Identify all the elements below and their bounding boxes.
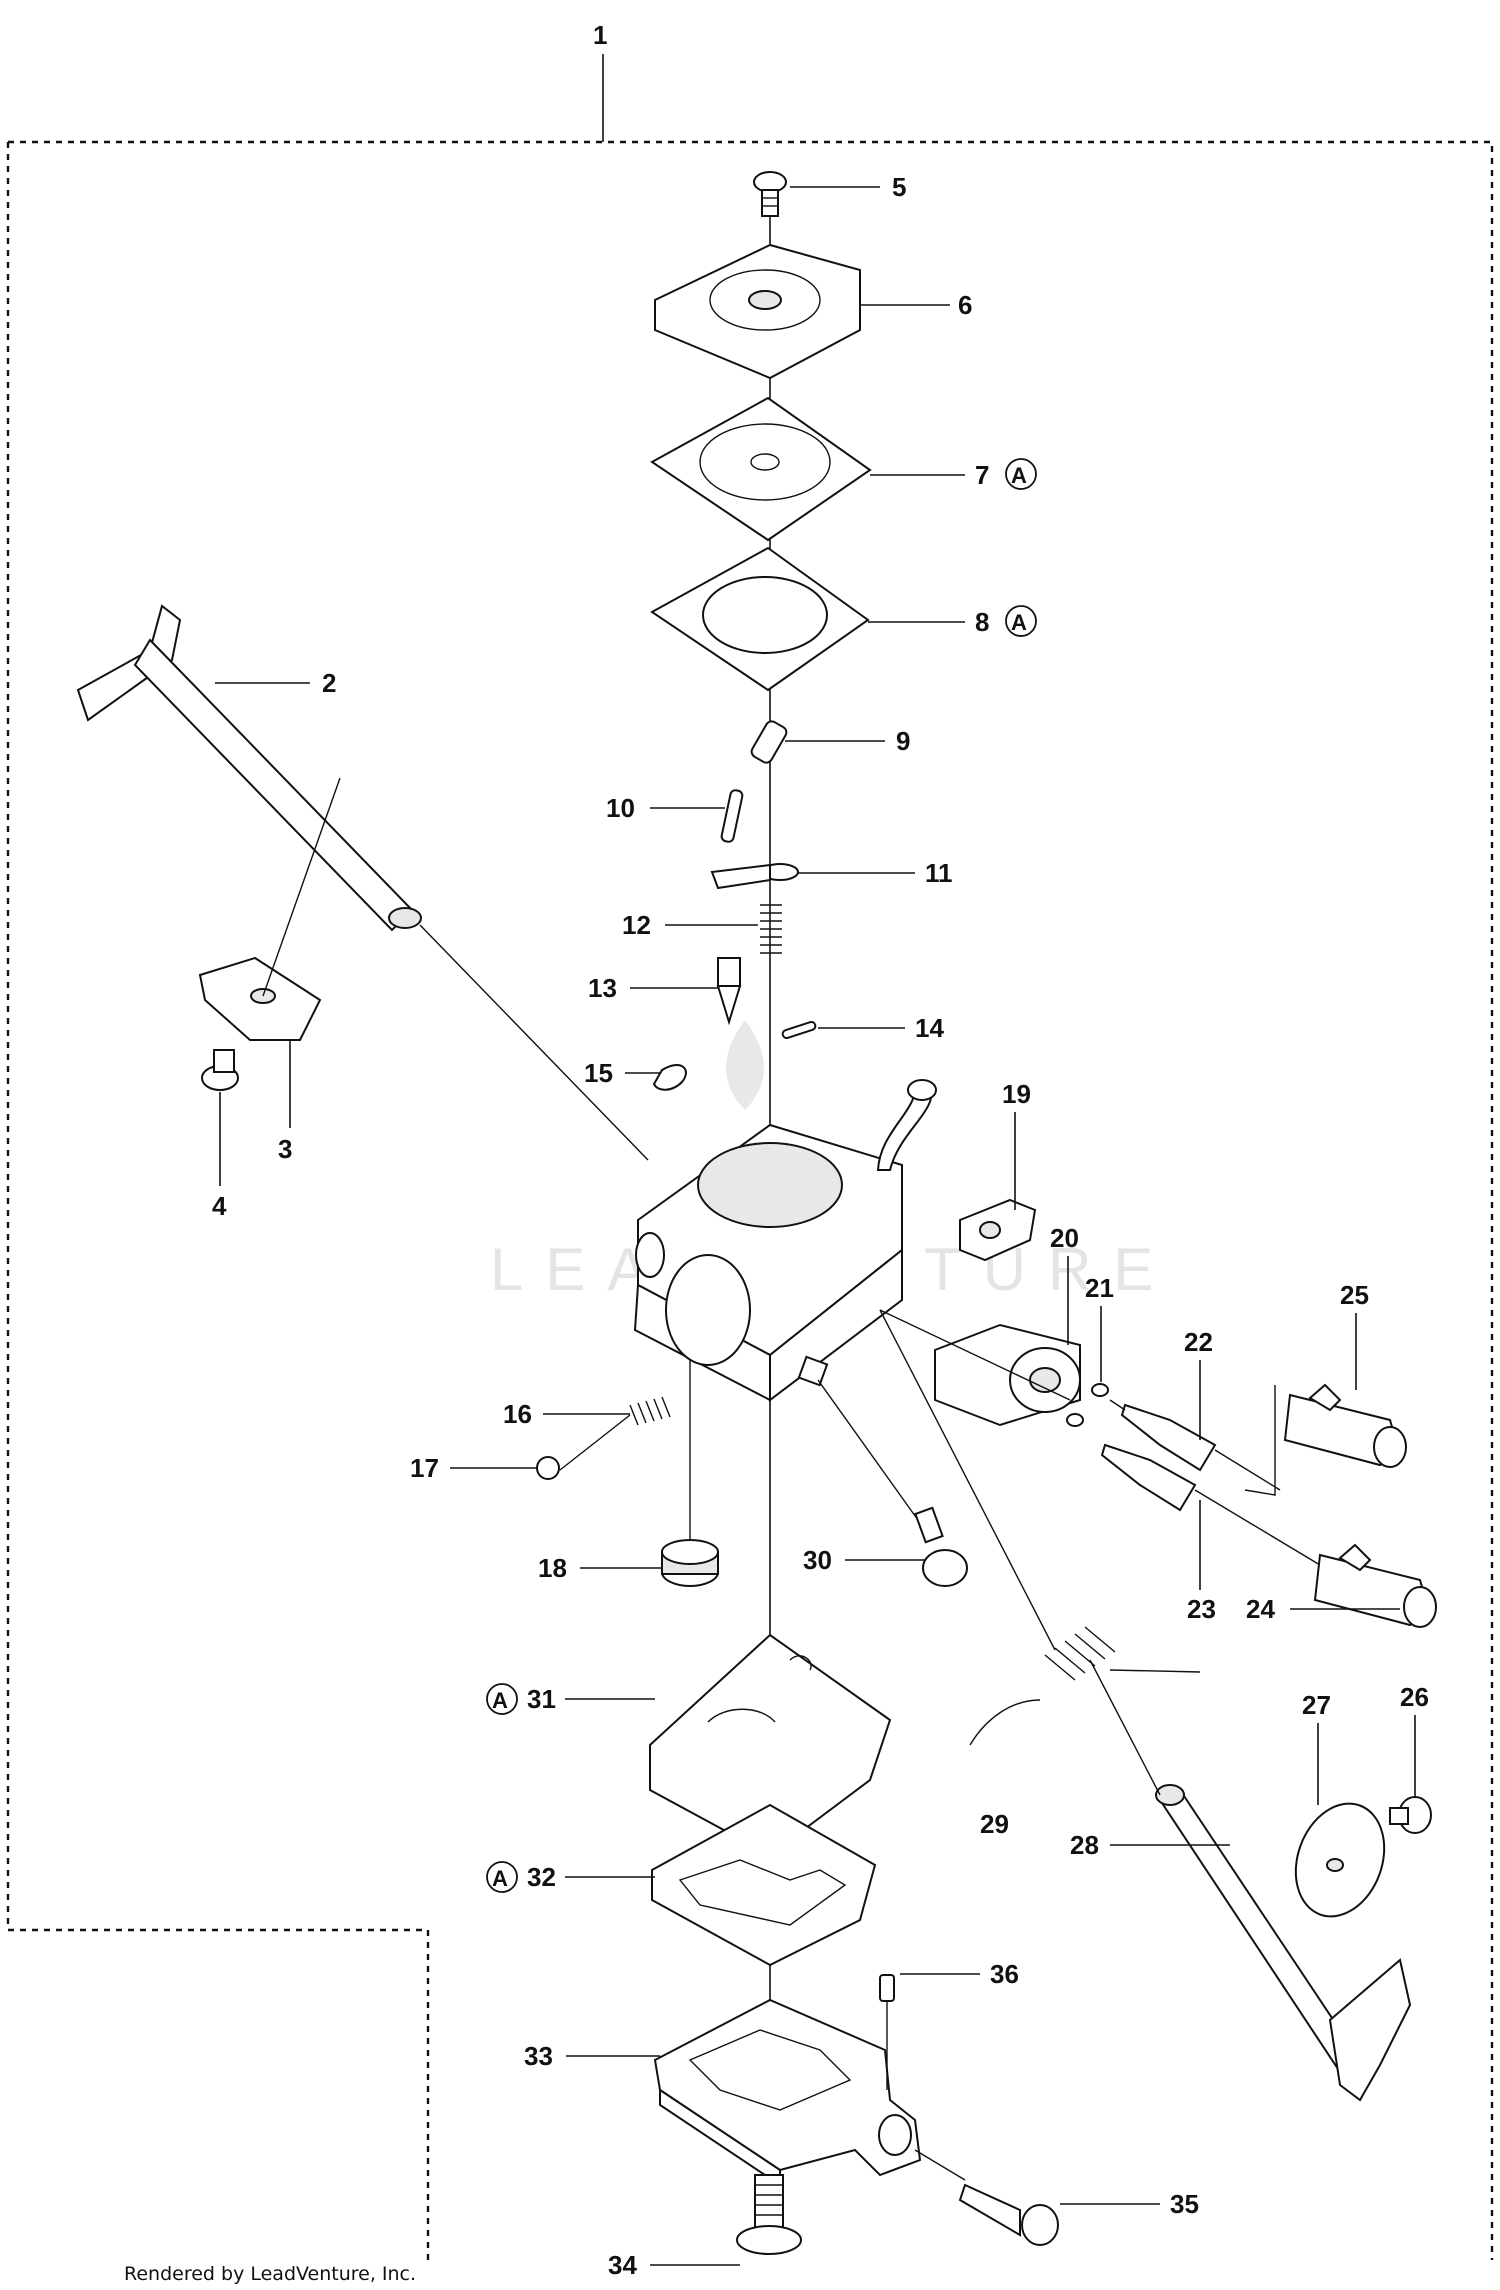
- adjuster-holder-part-20: [879, 1309, 1081, 1427]
- callout-18: 18: [538, 1553, 567, 1583]
- screw-part-9: [750, 720, 788, 764]
- callout-27: 27: [1302, 1690, 1331, 1720]
- gasket-part-8: [650, 546, 870, 692]
- marker-a-31: A: [486, 1683, 518, 1715]
- callout-13: 13: [588, 973, 617, 1003]
- callout-20: 20: [1050, 1223, 1079, 1253]
- callout-4: 4: [212, 1191, 227, 1221]
- callout-34: 34: [608, 2250, 637, 2280]
- callout-12: 12: [622, 910, 651, 940]
- callout-32: 32: [527, 1862, 556, 1892]
- cap-part-25: [1283, 1383, 1407, 1468]
- callout-28: 28: [1070, 1830, 1099, 1860]
- callout-2: 2: [322, 668, 336, 698]
- callout-14: 14: [915, 1013, 944, 1043]
- callout-30: 30: [803, 1545, 832, 1575]
- marker-a-8: A: [1005, 605, 1037, 637]
- callout-33: 33: [524, 2041, 553, 2071]
- callout-9: 9: [896, 726, 910, 756]
- choke-valve-part-27: [1294, 1802, 1386, 1918]
- pump-body-part-33: [653, 1998, 922, 2187]
- diaphragm-part-31: [649, 1633, 892, 1857]
- svg-text:A: A: [492, 1688, 508, 1713]
- screw-part-26: [1389, 1796, 1432, 1834]
- callout-8: 8: [975, 607, 989, 637]
- callout-26: 26: [1400, 1682, 1429, 1712]
- callout-24: 24: [1246, 1594, 1275, 1624]
- callout-22: 22: [1184, 1327, 1213, 1357]
- callout-16: 16: [503, 1399, 532, 1429]
- callout-29: 29: [980, 1809, 1009, 1839]
- svg-text:A: A: [492, 1866, 508, 1891]
- spring-part-29: [879, 1309, 1201, 1746]
- callout-10: 10: [606, 793, 635, 823]
- callout-23: 23: [1187, 1594, 1216, 1624]
- screw-part-34: [736, 2174, 802, 2255]
- spring-part-16: [629, 1396, 671, 1426]
- callout-15: 15: [584, 1058, 613, 1088]
- cap-part-24: [1313, 1543, 1437, 1628]
- callout-17: 17: [410, 1453, 439, 1483]
- callout-19: 19: [1002, 1079, 1031, 1109]
- callout-3: 3: [278, 1134, 292, 1164]
- spring-part-12: [760, 904, 782, 954]
- throttle-shaft-part-2: [76, 604, 649, 1161]
- screw-part-30: [817, 1379, 968, 1587]
- gasket-part-32: [651, 1803, 877, 1967]
- carburetor-body: [633, 1079, 937, 1403]
- callout-31: 31: [527, 1684, 556, 1714]
- ball-part-17: [536, 1456, 560, 1480]
- bracket-part-19: [959, 1198, 1037, 1262]
- callout-6: 6: [958, 290, 972, 320]
- throttle-valve-part-3: [198, 777, 341, 1041]
- choke-shaft-part-28: [1089, 1659, 1412, 2102]
- lever-part-11: [710, 863, 799, 890]
- pin-part-14: [781, 1020, 817, 1040]
- callout-36: 36: [990, 1959, 1019, 1989]
- clip-part-15: [652, 1064, 687, 1091]
- filter-part-18: [661, 1360, 719, 1587]
- assembly-boundary: 1: [6, 20, 1494, 2260]
- svg-text:A: A: [1011, 463, 1027, 488]
- needle-part-22: [1109, 1399, 1217, 1472]
- pin-part-10: [720, 789, 744, 843]
- diaphragm-part-7: [650, 396, 872, 542]
- render-credit: Rendered by LeadVenture, Inc.: [124, 2263, 417, 2285]
- callout-1: 1: [593, 20, 607, 50]
- screw-part-4: [201, 1049, 239, 1091]
- needle-part-23: [1100, 1443, 1197, 1512]
- callout-35: 35: [1170, 2189, 1199, 2219]
- needle-part-13: [716, 957, 742, 1026]
- svg-text:A: A: [1011, 610, 1027, 635]
- screw-part-5: [753, 171, 787, 217]
- screw-part-35: [914, 2149, 1059, 2246]
- plug-part-36: [879, 1974, 895, 2090]
- pump-cover-part-6: [654, 243, 861, 380]
- callout-5: 5: [892, 172, 906, 202]
- marker-a-32: A: [486, 1861, 518, 1893]
- callout-21: 21: [1085, 1273, 1114, 1303]
- callout-7: 7: [975, 460, 989, 490]
- o-ring-part-21: [1066, 1383, 1109, 1427]
- callout-11: 11: [925, 858, 953, 888]
- marker-a-7: A: [1005, 458, 1037, 490]
- callout-25: 25: [1340, 1280, 1369, 1310]
